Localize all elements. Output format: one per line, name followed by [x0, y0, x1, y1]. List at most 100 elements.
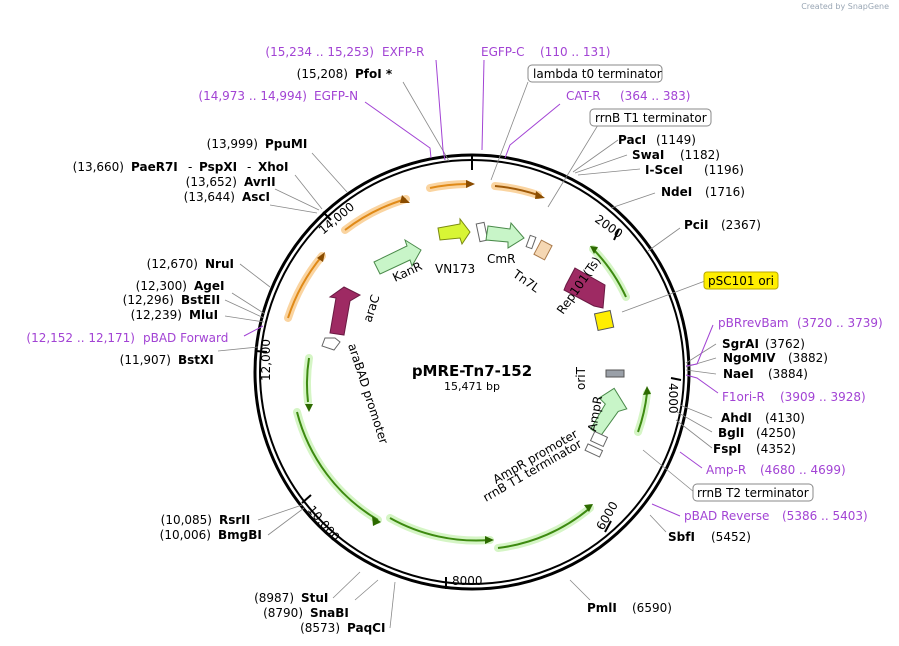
orf-arrowheads [305, 180, 651, 544]
inner-features [321, 217, 628, 458]
tick-label: 4000 [666, 383, 680, 414]
cmr-label: CmR [487, 252, 515, 266]
enzyme-position: (4250) [756, 426, 796, 440]
primer-name: pBAD Forward [143, 331, 228, 345]
primer-leaders [243, 59, 719, 517]
cmr-feature [485, 221, 525, 249]
enzyme-name: AvrII [244, 175, 276, 189]
ampr-feature [590, 387, 628, 437]
plasmid-size: 15,471 bp [444, 380, 500, 393]
enzyme-position: (10,006) [160, 528, 211, 542]
ampr-label: AmpR [585, 395, 605, 433]
created-by-text: Created by [801, 2, 846, 11]
enzyme-name: BstEII [181, 293, 220, 307]
enzyme-name: PspXI [199, 160, 237, 174]
enzyme-position: (12,239) [131, 308, 182, 322]
enzyme-name: I-SceI [645, 163, 683, 177]
primer-range: (15,234 .. 15,253) [265, 45, 374, 59]
enzyme-labels: (15,208) PfoI * (13,999) PpuMI (13,660) … [73, 67, 828, 635]
enzyme-name: RsrII [219, 513, 250, 527]
primer-labels: (15,234 .. 15,253) EXFP-R (14,973 .. 14,… [26, 45, 882, 523]
boxed-features: lambda t0 terminator rrnB T1 terminator … [527, 64, 814, 502]
rrnb-t1-terminator-box [589, 108, 712, 127]
box-leaders [490, 81, 706, 493]
psc101-ori-label: pSC101 ori [708, 274, 774, 288]
orf-halo [341, 195, 410, 234]
enzyme-position: (15,208) [297, 67, 348, 81]
lambda-t0-terminator-label: lambda t0 terminator [533, 67, 662, 81]
enzyme-name: AhdI [721, 411, 752, 425]
enzyme-separator: - [247, 160, 251, 174]
enzyme-position: (2367) [721, 218, 761, 232]
enzyme-position: (10,085) [161, 513, 212, 527]
enzyme-name: BmgBI [218, 528, 262, 542]
plasmid-name: pMRE-Tn7-152 [412, 362, 532, 380]
orit-feature [605, 369, 625, 378]
kanr-feature [373, 238, 422, 275]
snapgene-logo-text: SnapGene [847, 2, 889, 11]
tick-label: 10,000 [305, 503, 343, 544]
enzyme-name: PpuMI [265, 137, 307, 151]
enzyme-position: (12,300) [136, 279, 187, 293]
enzyme-position: (13,652) [186, 175, 237, 189]
primer-name: Amp-R [706, 463, 746, 477]
enzyme-position: (11,907) [120, 353, 171, 367]
vn173-feature [437, 217, 471, 246]
orf-halo [293, 408, 382, 524]
primer-range: (3720 .. 3739) [797, 316, 883, 330]
enzyme-position: (3884) [768, 367, 808, 381]
primer-name: EGFP-C [481, 45, 524, 59]
vn173-label: VN173 [435, 262, 475, 276]
primer-range: (110 .. 131) [540, 45, 610, 59]
enzyme-position: (13,660) [73, 160, 124, 174]
tn7l-feature [533, 239, 553, 261]
primer-range: (14,973 .. 14,994) [198, 89, 307, 103]
orf-arc [305, 357, 310, 403]
orf-arc [497, 507, 591, 549]
small-box-feature [525, 234, 537, 250]
orf-halo [494, 504, 594, 552]
primer-name: EXFP-R [382, 45, 424, 59]
enzyme-name: SwaI [632, 148, 664, 162]
orf-arrowhead [317, 252, 325, 262]
enzyme-position: (1182) [680, 148, 720, 162]
arabad-promoter-label: araBAD promoter [345, 342, 391, 446]
enzyme-name: PaeR7I [131, 160, 178, 174]
orf-arrowhead [590, 246, 598, 254]
orf-arrowhead [372, 516, 381, 526]
enzyme-separator: - [188, 160, 192, 174]
arac-feature [328, 286, 362, 336]
arabad-promoter-feature [321, 337, 341, 351]
primer-range: (12,152 .. 12,171) [26, 331, 135, 345]
enzyme-position: (6590) [632, 601, 672, 615]
orf-arrowhead [400, 195, 410, 203]
enzyme-position: (12,296) [123, 293, 174, 307]
psc101-ori-box [703, 271, 779, 290]
enzyme-name: MluI [189, 308, 218, 322]
feature-arcs [287, 183, 648, 549]
orf-arrowhead [584, 504, 593, 512]
orf-arrowhead [466, 180, 475, 188]
enzyme-position: (8790) [263, 606, 303, 620]
enzyme-name: PciI [684, 218, 709, 232]
tick-label: 2000 [592, 212, 625, 241]
tick-label: 8000 [452, 574, 483, 588]
enzyme-position: (13,999) [207, 137, 258, 151]
lambda-t0-terminator-box [527, 64, 663, 83]
primer-name: pBAD Reverse [684, 509, 769, 523]
orf-arrowhead [643, 386, 651, 395]
orf-halo [284, 252, 326, 322]
enzyme-name: PaqCI [347, 621, 385, 635]
orf-arc [287, 255, 323, 319]
primer-range: (4680 .. 4699) [760, 463, 846, 477]
enzyme-name: NdeI [661, 185, 692, 199]
primer-range: (3909 .. 3928) [780, 390, 866, 404]
enzyme-name: PmlI [587, 601, 617, 615]
primer-range: (364 .. 383) [620, 89, 690, 103]
primer-name: EGFP-N [314, 89, 358, 103]
enzyme-position: (12,670) [147, 257, 198, 271]
orf-arc [429, 183, 467, 189]
enzyme-name: AgeI [194, 279, 224, 293]
enzyme-name: NaeI [723, 367, 754, 381]
rrnb-t1-terminator-label: rrnB T1 terminator [595, 111, 707, 125]
